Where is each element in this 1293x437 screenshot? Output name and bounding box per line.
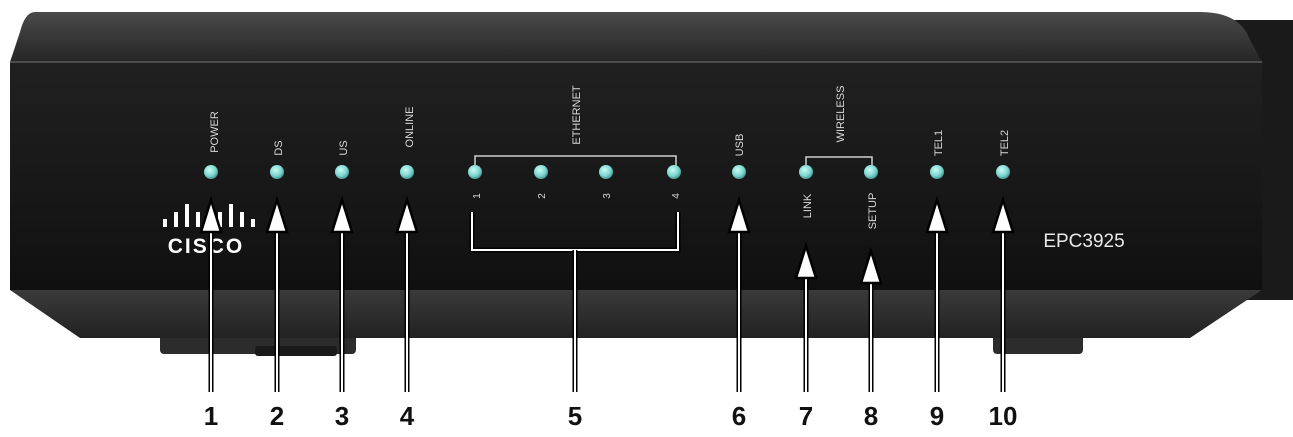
callout-4: 4	[400, 401, 415, 431]
callout-arrow-4-head	[395, 195, 419, 234]
callout-2: 2	[270, 401, 284, 431]
modem-front-face	[10, 62, 1262, 290]
callout-arrow-2-head	[265, 195, 289, 234]
usb-label: USB	[734, 134, 746, 157]
wireless-label: WIRELESS	[835, 86, 847, 143]
callout-6: 6	[732, 401, 746, 431]
callout-arrow-1	[199, 195, 223, 392]
wireless-bracket	[805, 156, 873, 170]
callout-1: 1	[204, 401, 218, 431]
ethernet-port-4-label: 4	[671, 193, 682, 199]
logo-bar	[218, 212, 222, 227]
brand-wordmark: CISCO	[168, 235, 245, 258]
power-led	[204, 165, 218, 179]
tel1-label: TEL1	[933, 130, 945, 156]
online-led	[400, 165, 414, 179]
callout-arrow-10-head	[991, 195, 1015, 234]
callout-arrow-10	[991, 195, 1015, 392]
callout-numbers: 1 2 3 4 5 6 7 8 9 10	[204, 401, 1018, 431]
callout-arrow-6	[727, 195, 751, 392]
ethernet-bracket	[474, 155, 677, 170]
us-label: US	[338, 140, 350, 155]
tel2-led	[996, 165, 1010, 179]
us-led	[335, 165, 349, 179]
callout-3: 3	[335, 401, 349, 431]
setup-label: SETUP	[867, 193, 879, 230]
logo-bar	[163, 219, 167, 227]
callout-9: 9	[930, 401, 944, 431]
ethernet-4-led	[667, 165, 681, 179]
logo-bar	[185, 204, 189, 227]
callout-arrow-3-head	[330, 195, 354, 234]
callout-arrow-4	[395, 195, 419, 392]
callout-arrow-6-head	[727, 195, 751, 234]
callout-arrow-7-head	[794, 241, 818, 280]
callout-arrow-8	[859, 246, 883, 392]
callout-7: 7	[799, 401, 813, 431]
foot-left-pad	[255, 346, 337, 356]
power-label: POWER	[209, 111, 221, 153]
callout-arrow-2	[265, 195, 289, 392]
usb-led	[732, 165, 746, 179]
link-label: LINK	[802, 193, 814, 218]
logo-bar	[174, 212, 178, 227]
modem-bottom-bevel	[10, 290, 1262, 338]
logo-bar	[251, 219, 255, 227]
model-label: EPC3925	[1043, 231, 1124, 252]
ds-led	[270, 165, 284, 179]
logo-bar	[240, 212, 244, 227]
callout-arrow-9	[925, 195, 949, 392]
callout-arrow-8-head	[859, 246, 883, 285]
callout-arrow-7	[794, 241, 818, 392]
setup-led	[864, 165, 878, 179]
logo-bar	[229, 204, 233, 227]
callout-8: 8	[864, 401, 878, 431]
ethernet-port-2-label: 2	[537, 193, 548, 199]
ethernet-3-led	[599, 165, 613, 179]
ethernet-label: ETHERNET	[571, 85, 583, 145]
link-led	[799, 165, 813, 179]
callout-10: 10	[989, 401, 1018, 431]
callout-arrow-3	[330, 195, 354, 392]
modem-top-bevel	[10, 12, 1262, 62]
callout-arrow-1-head	[199, 195, 223, 234]
online-label: ONLINE	[404, 107, 416, 148]
callout-arrow-9-head	[925, 195, 949, 234]
tel1-led	[930, 165, 944, 179]
ethernet-2-led	[534, 165, 548, 179]
ethernet-port-3-label: 3	[602, 193, 613, 199]
ethernet-1-led	[468, 165, 482, 179]
led-row	[204, 165, 1010, 179]
ds-label: DS	[273, 140, 285, 155]
ethernet-port-1-label: 1	[472, 193, 483, 199]
callout-arrows	[199, 195, 1015, 392]
logo-bar	[196, 212, 200, 227]
tel2-label: TEL2	[999, 130, 1011, 156]
callout-5: 5	[568, 401, 582, 431]
